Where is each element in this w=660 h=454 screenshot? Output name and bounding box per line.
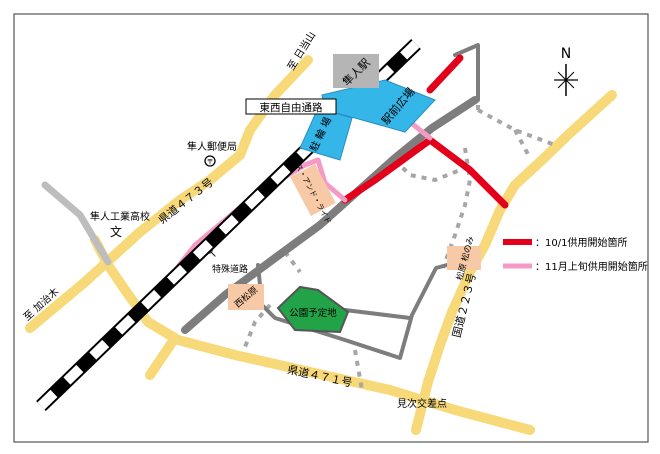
free-passage-label: 東西自由通路	[260, 101, 323, 114]
kiss-and-ride-box	[290, 164, 336, 216]
post-office-mark: 〒	[207, 158, 214, 166]
park-east-road	[343, 308, 412, 320]
station-plaza-area	[299, 79, 436, 161]
school-road	[41, 181, 112, 266]
school-label: 隼人工業高校	[90, 210, 150, 223]
special-road-label: 特殊道路	[212, 263, 248, 275]
post-office-label: 隼人郵便局	[187, 140, 237, 153]
legend-label-oct1: ：10/1供用開始箇所	[535, 236, 627, 249]
park-area	[276, 285, 350, 334]
north-label: N	[561, 46, 571, 62]
road-sw-branch	[145, 333, 180, 380]
main-diagonal-road	[181, 96, 479, 334]
station-box	[333, 54, 379, 88]
legend-label-nov: ：11月上旬供用開始箇所	[535, 260, 648, 273]
legend: ：10/1供用開始箇所 ：11月上旬供用開始箇所	[503, 236, 648, 273]
park-label: 公園予定地	[289, 307, 337, 319]
free-passage-box	[245, 98, 337, 115]
nishimatsubara-box	[228, 284, 264, 310]
map-frame	[13, 13, 649, 443]
north-branch-road	[453, 43, 480, 102]
special-road-arrow: ↖	[208, 247, 217, 260]
open-oct1-roads	[341, 54, 509, 209]
park-loop-road	[256, 260, 460, 360]
mitsugi-intersection-label: 見次交差点	[397, 397, 447, 410]
north-arrow-icon: N	[554, 46, 578, 96]
post-office-icon	[204, 155, 216, 167]
matsubara-matsunomi-box	[447, 246, 481, 270]
national-road-223	[411, 90, 617, 435]
new-roads	[181, 43, 480, 360]
school-icon: 文	[110, 224, 122, 239]
